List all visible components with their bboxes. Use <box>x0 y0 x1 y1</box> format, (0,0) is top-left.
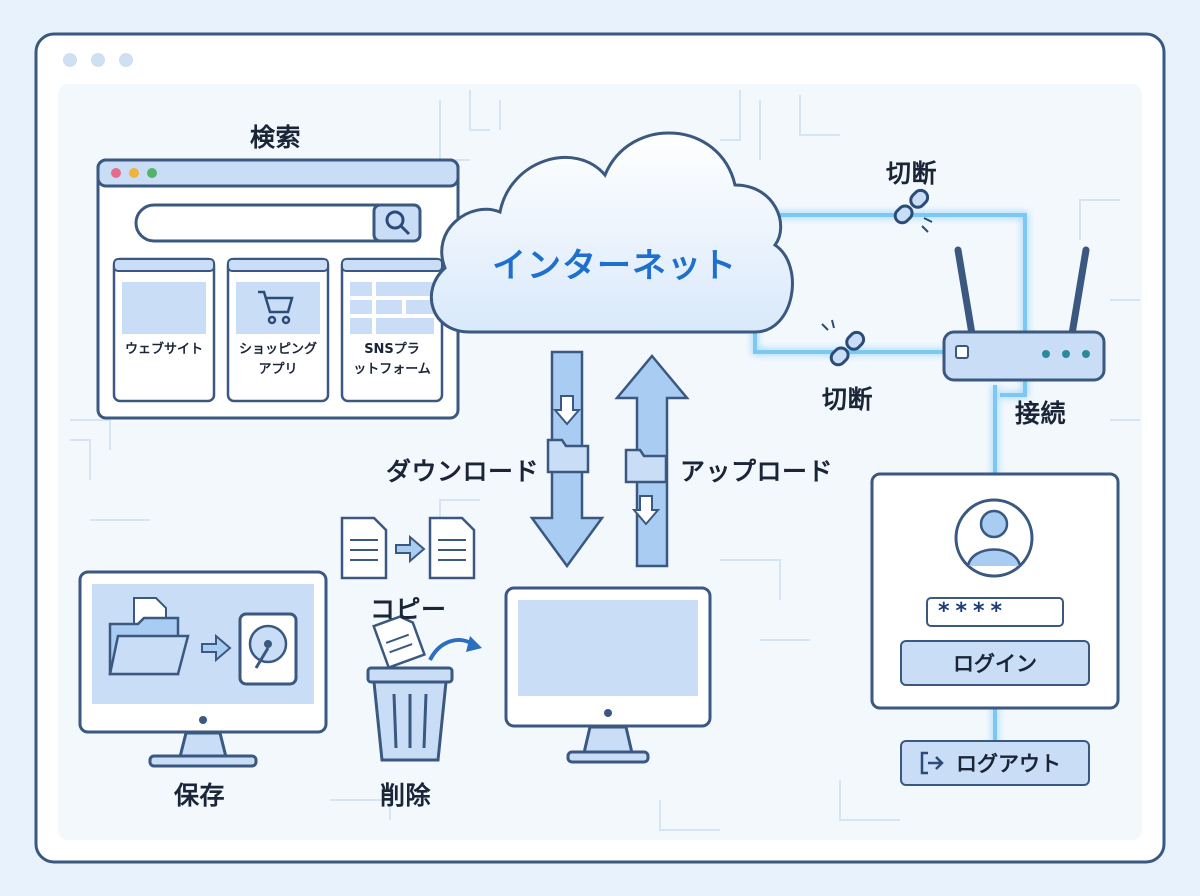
login-button[interactable]: ログイン <box>900 640 1090 686</box>
chain-link-icon <box>893 188 930 225</box>
monitor-icon <box>78 570 328 768</box>
search-button[interactable] <box>372 203 422 243</box>
logout-button[interactable]: ログアウト <box>900 740 1090 786</box>
download-label: ダウンロード <box>386 457 540 486</box>
cart-icon <box>258 290 294 325</box>
disconnect-label-bottom: 切断 <box>822 385 874 414</box>
user-avatar-icon <box>954 498 1034 578</box>
tile-sns-label: SNSプラ ットフォーム <box>353 342 431 377</box>
trash-icon <box>366 615 482 762</box>
break-spark-icon <box>821 319 835 331</box>
chain-link-icon <box>829 330 866 367</box>
browser-window <box>96 158 460 420</box>
search-label: 検索 <box>250 123 302 152</box>
download-arrow <box>529 350 605 569</box>
search-icon <box>385 210 411 236</box>
disconnect-label-top: 切断 <box>886 159 938 188</box>
copy-icon <box>340 516 476 580</box>
monitor-icon <box>504 586 712 764</box>
logout-icon <box>920 751 944 775</box>
upload-arrow <box>614 354 690 568</box>
sns-grid-icon <box>350 282 434 334</box>
tile-website-label: ウェブサイト <box>124 342 203 357</box>
folder-icon <box>624 448 668 484</box>
window-dot <box>119 53 133 67</box>
save-label: 保存 <box>174 781 226 810</box>
hard-drive-icon <box>238 612 298 686</box>
router-icon <box>942 246 1106 382</box>
document-icon <box>428 516 476 580</box>
password-field[interactable]: **** <box>926 597 1064 627</box>
delete-label: 削除 <box>380 781 432 810</box>
logout-button-label: ログアウト <box>956 752 1061 776</box>
document-icon <box>340 516 388 580</box>
cloud-icon <box>429 131 794 334</box>
break-spark-icon <box>921 217 933 233</box>
internet-label: インターネット <box>492 246 737 286</box>
window-dot <box>91 53 105 67</box>
folder-icon <box>108 597 190 676</box>
connect-label: 接続 <box>1015 399 1067 428</box>
upload-label: アップロード <box>680 457 834 486</box>
window-dot <box>63 53 77 67</box>
folder-icon <box>546 438 590 474</box>
copy-label: コピー <box>370 595 447 624</box>
tile-shopping-label: ショッピング アプリ <box>238 342 317 377</box>
